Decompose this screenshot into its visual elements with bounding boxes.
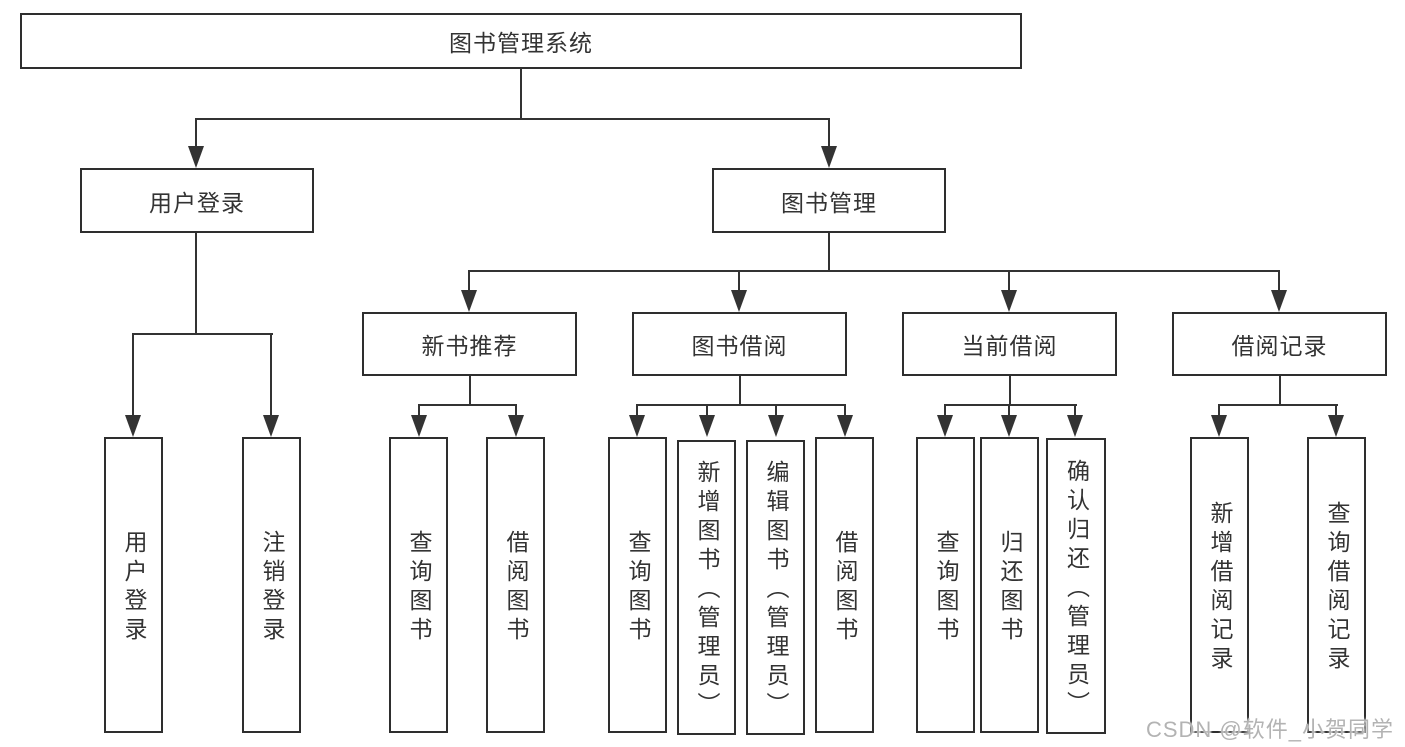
arrow-stem-add-book <box>706 404 708 418</box>
connector-user-login-stub <box>195 233 197 335</box>
node-book-borrowing: 图书借阅 <box>632 312 847 376</box>
arrow-stem-confirm-return <box>1074 404 1076 418</box>
arrow-stem-add-borrow-record <box>1218 404 1220 418</box>
node-library-system-root: 图书管理系统 <box>20 13 1022 69</box>
connector-new-book-rail <box>418 404 517 406</box>
connector-new-book-stub <box>469 376 471 406</box>
leaf-edit-book-admin: 编辑图书（管理员） <box>746 440 805 735</box>
arrow-head-current-borrowing <box>1001 290 1017 312</box>
arrow-stem-borrow-books-2 <box>844 404 846 418</box>
connector-level1-rail <box>195 118 830 120</box>
connector-borrowing-rail <box>636 404 846 406</box>
leaf-query-borrow-record: 查询借阅记录 <box>1307 437 1366 733</box>
arrow-head-borrow-books-1 <box>508 415 524 437</box>
arrow-head-query-books-1 <box>411 415 427 437</box>
leaf-add-borrow-record: 新增借阅记录 <box>1190 437 1249 733</box>
arrow-head-confirm-return <box>1067 415 1083 437</box>
leaf-confirm-return-admin: 确认归还（管理员） <box>1046 438 1106 734</box>
arrow-stem-query-books-1 <box>418 404 420 418</box>
connector-book-management-stub <box>828 233 830 272</box>
arrow-head-book-management <box>821 146 837 168</box>
arrow-head-borrow-books-2 <box>837 415 853 437</box>
arrow-head-query-books-2 <box>629 415 645 437</box>
arrow-head-new-book-recommend <box>461 290 477 312</box>
leaf-logout: 注销登录 <box>242 437 301 733</box>
node-new-book-recommend: 新书推荐 <box>362 312 577 376</box>
connector-current-rail <box>944 404 1077 406</box>
node-current-borrowing: 当前借阅 <box>902 312 1117 376</box>
arrow-head-edit-book <box>768 415 784 437</box>
arrow-stem-edit-book <box>775 404 777 418</box>
watermark: CSDN @软件_小贺同学 <box>1145 717 1394 742</box>
node-book-management: 图书管理 <box>712 168 946 233</box>
arrow-stem-borrow-books-1 <box>515 404 517 418</box>
connector-current-stub <box>1009 376 1011 406</box>
connector-borrowing-stub <box>739 376 741 406</box>
arrow-stem-current-borrowing <box>1008 270 1010 294</box>
connector-records-stub <box>1279 376 1281 406</box>
arrow-head-leaf-logout <box>263 415 279 437</box>
arrow-head-user-login <box>188 146 204 168</box>
arrow-stem-leaf-user-login <box>132 333 134 419</box>
arrow-stem-query-books-2 <box>636 404 638 418</box>
leaf-add-book-admin: 新增图书（管理员） <box>677 440 736 735</box>
arrow-head-query-borrow-record <box>1328 415 1344 437</box>
arrow-stem-book-borrowing <box>738 270 740 294</box>
arrow-head-leaf-user-login <box>125 415 141 437</box>
arrow-stem-user-login <box>195 118 197 150</box>
arrow-stem-borrowing-records <box>1278 270 1280 294</box>
leaf-user-login: 用户登录 <box>104 437 163 733</box>
leaf-query-books-3: 查询图书 <box>916 437 975 733</box>
connector-records-rail <box>1218 404 1338 406</box>
connector-user-login-rail <box>132 333 273 335</box>
arrow-stem-query-books-3 <box>944 404 946 418</box>
arrow-stem-new-book-recommend <box>468 270 470 294</box>
node-borrowing-records: 借阅记录 <box>1172 312 1387 376</box>
arrow-stem-leaf-logout <box>270 333 272 419</box>
node-user-login: 用户登录 <box>80 168 314 233</box>
leaf-borrow-books-2: 借阅图书 <box>815 437 874 733</box>
arrow-head-book-borrowing <box>731 290 747 312</box>
leaf-return-books: 归还图书 <box>980 437 1039 733</box>
connector-level2-rail <box>468 270 1280 272</box>
leaf-borrow-books-1: 借阅图书 <box>486 437 545 733</box>
connector-root-stub <box>520 68 522 119</box>
arrow-head-return-books <box>1001 415 1017 437</box>
arrow-head-query-books-3 <box>937 415 953 437</box>
arrow-head-add-book <box>699 415 715 437</box>
arrow-stem-query-borrow-record <box>1335 404 1337 418</box>
arrow-stem-book-management <box>828 118 830 150</box>
arrow-stem-return-books <box>1008 404 1010 418</box>
arrow-head-add-borrow-record <box>1211 415 1227 437</box>
arrow-head-borrowing-records <box>1271 290 1287 312</box>
leaf-query-books-2: 查询图书 <box>608 437 667 733</box>
leaf-query-books-1: 查询图书 <box>389 437 448 733</box>
